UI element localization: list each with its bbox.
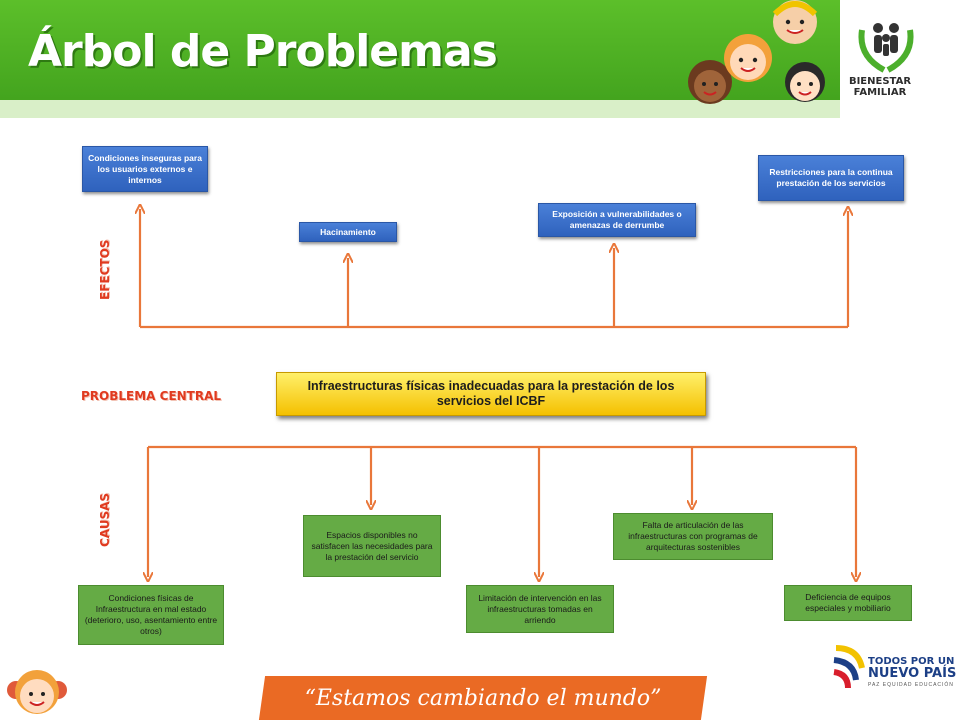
page-title: Árbol de Problemas (28, 26, 498, 77)
logo-text: BIENESTAR FAMILIAR (848, 76, 912, 98)
effect-box-3: Exposición a vulnerabilidades o amenazas… (538, 203, 696, 237)
gov-logo-subtitle: PAZ EQUIDAD EDUCACIÓN (868, 682, 954, 688)
cause-box-5: Deficiencia de equipos especiales y mobi… (784, 585, 912, 621)
colombia-logo-icon (833, 645, 865, 689)
label-causes: CAUSAS (98, 492, 112, 547)
central-problem-box: Infraestructuras físicas inadecuadas par… (276, 372, 706, 416)
cause-box-4: Falta de articulación de las infraestruc… (613, 513, 773, 560)
effect-box-2: Hacinamiento (299, 222, 397, 242)
label-central: PROBLEMA CENTRAL (81, 389, 222, 403)
header-banner (0, 0, 840, 118)
header-band (0, 100, 840, 118)
girl-illustration (7, 670, 67, 714)
slogan-text: “Estamos cambiando el mundo” (304, 686, 662, 711)
label-effects: EFECTOS (98, 239, 112, 300)
bienestar-logo-icon (858, 23, 914, 73)
gov-line-2: NUEVO PAÍS (868, 666, 957, 681)
cause-box-2: Espacios disponibles no satisfacen las n… (303, 515, 441, 577)
cause-box-3: Limitación de intervención en las infrae… (466, 585, 614, 633)
effect-box-4: Restricciones para la continua prestació… (758, 155, 904, 201)
kids-illustration (688, 0, 825, 104)
cause-box-1: Condiciones físicas de Infraestructura e… (78, 585, 224, 645)
gov-logo-text: TODOS POR UN NUEVO PAÍS (868, 656, 958, 681)
effect-box-1: Condiciones inseguras para los usuarios … (82, 146, 208, 192)
gov-line-1: TODOS POR UN (868, 656, 955, 667)
